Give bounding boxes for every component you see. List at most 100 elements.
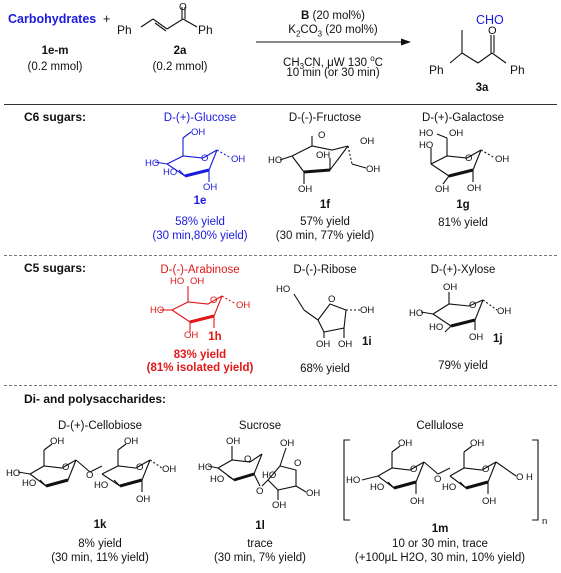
product-id: 3a [475, 82, 489, 94]
product-ph-right: Ph [510, 63, 525, 77]
glucose-name: D-(+)-Glucose [163, 112, 237, 124]
svg-text:O: O [256, 486, 263, 497]
galactose-yield: 81% yield [438, 217, 488, 229]
reactant1-label: Carbohydrates [8, 12, 97, 26]
svg-text:OH: OH [360, 305, 374, 316]
svg-text:OH: OH [398, 438, 412, 449]
product-ketone-o: O [488, 25, 497, 37]
cellobiose-structure: OH HO HO O O OH O OH HO OH [6, 436, 176, 505]
sucrose-structure: OH HO HO O O OH O OH OH HO [198, 436, 320, 511]
svg-text:O: O [465, 153, 472, 164]
cellulose-id: 1m [431, 523, 449, 535]
product-structure [449, 30, 507, 64]
svg-text:OH: OH [366, 164, 380, 175]
svg-text:HO: HO [198, 462, 212, 473]
svg-text:OH: OH [190, 276, 204, 287]
svg-text:O: O [62, 462, 69, 473]
fructose-name: D-(-)-Fructose [288, 112, 362, 124]
svg-text:HO: HO [145, 158, 159, 169]
sucrose-note: (30 min, 7% yield) [213, 552, 307, 564]
galactose-structure: HO OH HO O OH OH OH [419, 128, 509, 195]
xylose-id: 1j [493, 333, 503, 345]
svg-text:O: O [201, 153, 208, 164]
reactant2-id: 2a [173, 45, 187, 57]
svg-text:O: O [469, 300, 476, 311]
fructose-structure: HO O OH OH OH OH [268, 130, 380, 195]
svg-text:O: O [136, 462, 143, 473]
cellobiose-yield: 8% yield [78, 538, 122, 550]
cellobiose-id: 1k [93, 519, 107, 531]
cellulose-name: Cellulose [416, 420, 464, 432]
svg-text:O: O [294, 458, 301, 469]
cellulose-note: (+100μL H2O, 30 min, 10% yield) [354, 552, 526, 564]
section-c6: C6 sugars: [24, 110, 87, 124]
svg-text:OH: OH [136, 494, 150, 505]
svg-text:OH: OH [298, 184, 312, 195]
svg-text:OH: OH [316, 150, 330, 161]
catalyst-line: B (20 mol%) [301, 10, 365, 22]
svg-text:OH: OH [469, 332, 483, 343]
svg-text:OH: OH [236, 300, 250, 311]
svg-text:OH: OH [467, 183, 481, 194]
svg-text:HO: HO [276, 284, 290, 295]
fructose-id: 1f [319, 199, 331, 211]
svg-text:O: O [516, 472, 523, 483]
svg-text:OH: OH [162, 464, 176, 475]
svg-text:HO: HO [94, 480, 108, 491]
svg-text:HO: HO [170, 276, 184, 287]
svg-text:OH: OH [316, 339, 330, 350]
svg-text:OH: OH [50, 436, 64, 447]
arabinose-name: D-(-)-Arabinose [160, 264, 240, 276]
svg-text:O: O [434, 474, 441, 485]
reaction-arrow [256, 38, 411, 46]
plus-sign: + [103, 12, 111, 26]
svg-text:OH: OH [280, 438, 294, 449]
svg-text:OH: OH [435, 184, 449, 195]
svg-text:OH: OH [272, 500, 286, 511]
svg-text:HO: HO [409, 308, 423, 319]
base-line: K2CO3 (20 mol%) [288, 24, 378, 39]
galactose-id: 1g [456, 199, 470, 211]
svg-text:HO: HO [442, 482, 456, 493]
svg-text:O: O [86, 470, 93, 481]
svg-text:HO: HO [429, 322, 443, 333]
svg-text:OH: OH [482, 496, 496, 507]
svg-text:OH: OH [191, 127, 205, 138]
xylose-structure: OH HO HO O OH OH [409, 282, 511, 343]
cho-group: CHO [476, 13, 504, 27]
svg-text:OH: OH [495, 154, 509, 165]
reaction-time: 10 min (or 30 min) [286, 67, 380, 79]
svg-text:O: O [328, 294, 335, 305]
svg-text:OH: OH [203, 182, 217, 193]
svg-text:HO: HO [419, 140, 433, 151]
cellulose-structure: HO OH O HO OH O OH O HO OH O H n [343, 438, 547, 527]
svg-text:OH: OH [497, 306, 511, 317]
galactose-name: D-(+)-Galactose [421, 112, 505, 124]
reactant2-amount: (0.2 mmol) [152, 61, 208, 73]
cellobiose-name: D-(+)-Cellobiose [57, 420, 143, 432]
fructose-yield: 57% yield [300, 216, 350, 228]
reactant1-amount: (0.2 mmol) [27, 61, 83, 73]
svg-text:HO: HO [262, 470, 276, 481]
svg-text:HO: HO [163, 167, 177, 178]
divider-c6-c5 [4, 255, 557, 256]
glucose-note: (30 min,80% yield) [152, 230, 248, 242]
ph-left: Ph [117, 23, 132, 37]
section-c5: C5 sugars: [24, 261, 87, 275]
xylose-name: D-(+)-Xylose [430, 264, 496, 276]
glucose-structure: OH HO HO O OH OH [145, 127, 245, 193]
ketone-o: O [179, 2, 187, 13]
svg-text:O: O [410, 464, 417, 475]
svg-text:HO: HO [370, 482, 384, 493]
svg-text:HO: HO [346, 475, 360, 486]
arabinose-id: 1h [208, 331, 222, 343]
cellobiose-note: (30 min, 11% yield) [51, 552, 149, 564]
ph-right: Ph [198, 23, 213, 37]
ribose-structure: HO O OH OH OH [276, 284, 374, 350]
svg-text:O: O [318, 130, 325, 141]
svg-text:HO: HO [6, 468, 20, 479]
svg-text:O: O [244, 454, 251, 465]
svg-text:OH: OH [360, 136, 374, 147]
svg-text:HO: HO [268, 155, 282, 166]
svg-text:OH: OH [306, 488, 320, 499]
